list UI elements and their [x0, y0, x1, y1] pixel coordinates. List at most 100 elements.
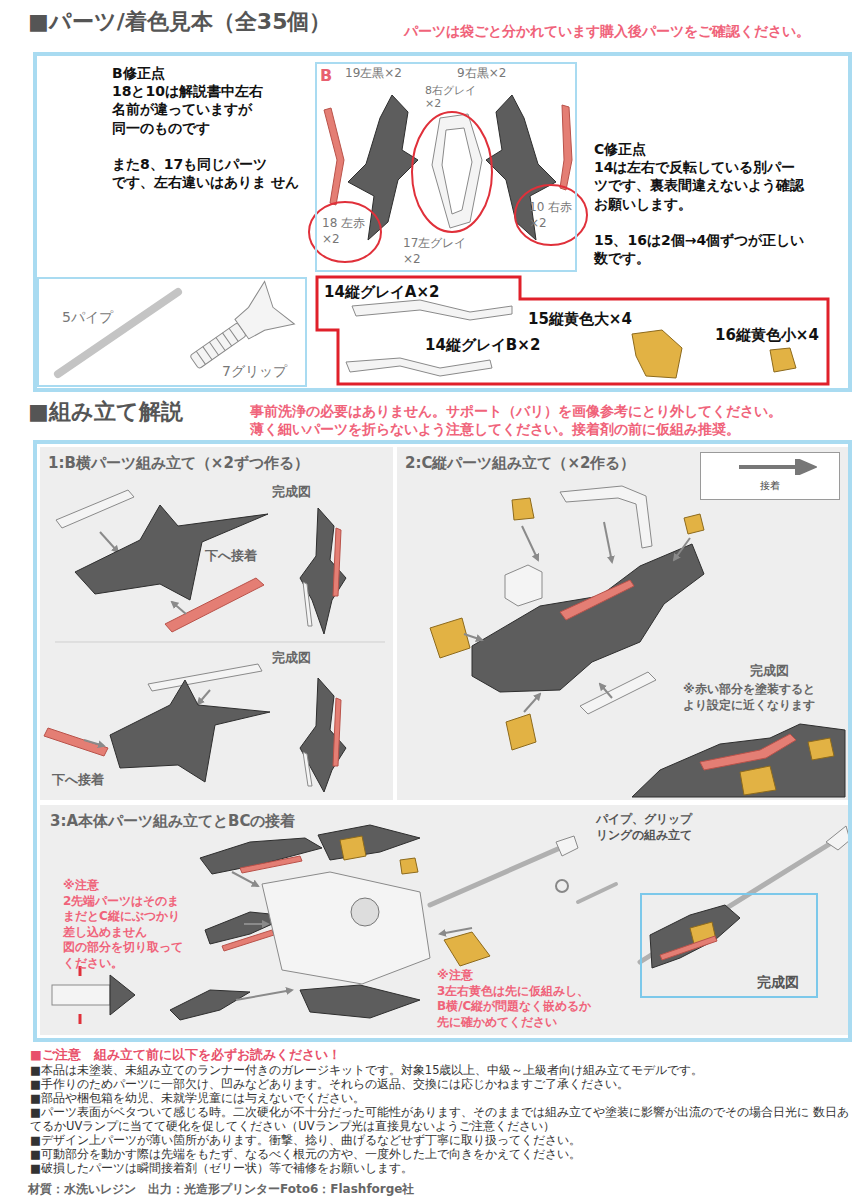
highlight-box: 14縦グレイA×215縦黄色大×414縦グレイB×216縦黄色小×4: [315, 275, 831, 387]
legend-arrow: [737, 459, 817, 475]
assembly-arrow: [232, 872, 258, 886]
part-shape: [660, 936, 717, 960]
figure-caption: 完成図: [750, 663, 800, 680]
part-shape: [632, 724, 845, 797]
part-label: 8右グレイ ×2: [425, 84, 485, 110]
part-label: 7グリップ: [222, 362, 312, 380]
assembly-arrow: [440, 928, 472, 934]
assembly-arrow: [100, 532, 118, 552]
note-text: ※赤い部分を塗装すると より設定に近くなります: [683, 682, 848, 713]
part-shape: [444, 932, 490, 966]
part-label: 5パイプ: [62, 308, 142, 326]
assembly-arrow: [464, 634, 482, 640]
node-text: また8、17も同じパーツ です、左右違いはありま せん: [112, 155, 308, 191]
drawing-element: [351, 898, 379, 926]
glue-note: 下へ接着: [52, 772, 122, 789]
part-shape: [560, 486, 652, 548]
part-shape: [560, 105, 572, 190]
correction-note: B修正点18と10は解説書中左右 名前が違っていますが 同一のものですまた8、1…: [40, 58, 312, 272]
part-name: 14縦グレイA×2: [324, 283, 474, 303]
part-shape: [808, 738, 834, 760]
drawing-element: [79, 966, 82, 1024]
part-shape: [200, 838, 322, 874]
drawing-element: [432, 114, 482, 228]
assembly-arrow: [600, 684, 612, 698]
assembly-arrow: [524, 694, 540, 712]
part-shape: [324, 108, 344, 205]
step-title: 3:A本体パーツ組み立てとBCの接着: [50, 812, 570, 832]
drawing-element: [55, 642, 385, 643]
node-text: 18と10は解説書中左右 名前が違っていますが 同一のものです: [112, 82, 308, 137]
drawing-element: [58, 292, 178, 374]
warning-note: ※注意 2先端パーツはそのま まだとC縦にぶつかり 差し込めません 図の部分を切…: [63, 878, 193, 972]
note-text: パーツは袋ごと分かれています購入後パーツをご確認ください。: [404, 22, 854, 40]
section-heading: ■組み立て解説: [28, 398, 248, 427]
part-shape: [165, 578, 264, 632]
part-label: 18 左赤×2: [322, 216, 368, 247]
material-note: 材質：水洗いレジン 出力：光造形プリンターFoto6：Flashforge社: [28, 1182, 848, 1198]
figure-caption: 完成図: [757, 973, 813, 991]
part-shape: [333, 528, 341, 596]
legend-box: 接着: [700, 452, 840, 500]
part-shape: [556, 836, 578, 856]
assembly-arrow: [674, 538, 690, 560]
notice-box: ■ご注意 組み立て前に以下を必ずお読みください！■本品は未塗装、未組み立てのラン…: [28, 1046, 854, 1179]
part-label: 17左グレイ ×2: [403, 236, 483, 267]
assembly-arrow: [84, 740, 104, 746]
part-shape: [700, 734, 796, 770]
correction-note: C修正点14は左右で反転している別パー ツです、裏表間違えないよう確認 お願いし…: [588, 135, 848, 285]
part-shape: [505, 565, 542, 606]
part-shape: [400, 858, 418, 874]
part-shape: [770, 348, 796, 372]
part-shape: [300, 508, 346, 634]
notice-line: ■部品や梱包箱を幼児、未就学児童には与えないでください。: [30, 1091, 852, 1105]
node-text: 14は左右で反転している別パー ツです、裏表間違えないよう確認 お願いします。: [594, 158, 844, 213]
legend-text: 接着: [701, 480, 839, 492]
part-label: 9右黒×2: [457, 66, 529, 82]
parts-panel: ■パーツ/着色見本（全35個）B修正点18と10は解説書中左右 名前が違っていま…: [33, 52, 852, 392]
part-shape: [684, 514, 704, 534]
part-shape: [430, 618, 470, 658]
assembly-arrow: [236, 990, 292, 1000]
warning-note: ※注意 3左右黄色は先に仮組みし、 B横/C縦が問題なく嵌めるか 先に確かめてく…: [437, 968, 612, 1030]
part-shape: [346, 358, 492, 376]
assembly-arrow: [604, 522, 612, 562]
part-shape: [44, 728, 108, 756]
part-shape: [472, 544, 704, 692]
notice-line: ■可動部分を動かす際は先端をもたず、なるべく根元の方や、一度外した上で向きをかえ…: [30, 1147, 852, 1161]
part-shape: [650, 905, 740, 968]
assembly-arrow: [244, 923, 268, 925]
drawing-element: [40, 805, 848, 1035]
notice-line: ■本品は未塗装、未組み立てのランナー付きのガレージキットです。対象15歳以上、中…: [30, 1063, 852, 1077]
glue-note: 下へ接着: [205, 548, 275, 565]
drawing-element: [309, 202, 381, 262]
part-name: 15縦黄色大×4: [528, 310, 678, 330]
part-shape: [303, 582, 312, 626]
part-name: 14縦グレイB×2: [425, 336, 575, 356]
note-text: パイプ、グリップ リングの組み立て: [596, 812, 716, 843]
part-shape: [318, 825, 420, 860]
part-shape: [262, 872, 430, 984]
part-label: 10 右赤×2: [529, 200, 575, 231]
part-shape: [52, 985, 110, 1005]
drawing-element: [412, 112, 492, 232]
group-letter: B: [320, 66, 340, 87]
note-text: 事前洗浄の必要はありません。サポート（バリ）を画像参考にとり外してください。 薄…: [250, 402, 825, 438]
part-shape: [300, 985, 420, 1018]
notice-heading: ■ご注意 組み立て前に以下を必ずお読みください！: [30, 1047, 852, 1063]
drawing-element: [430, 848, 560, 905]
figure-caption: 完成図: [272, 484, 322, 501]
assembly-arrow: [198, 690, 210, 704]
step-title: 2:C縦パーツ組み立て（×2作る）: [405, 454, 695, 474]
step-panel: 1:B横パーツ組み立て（×2ずつ作る）: [40, 447, 393, 800]
part-shape: [190, 323, 247, 369]
part-shape: [506, 714, 536, 750]
assembly-arrow: [172, 602, 186, 614]
part-shape: [580, 672, 656, 714]
part-label: 19左黒×2: [345, 66, 417, 82]
highlight-outline-path: [317, 277, 828, 384]
assembly-arrow: [522, 526, 538, 560]
callout-frame: 完成図: [640, 893, 818, 998]
drawing-element: [196, 328, 238, 364]
part-shape: [170, 990, 250, 1020]
